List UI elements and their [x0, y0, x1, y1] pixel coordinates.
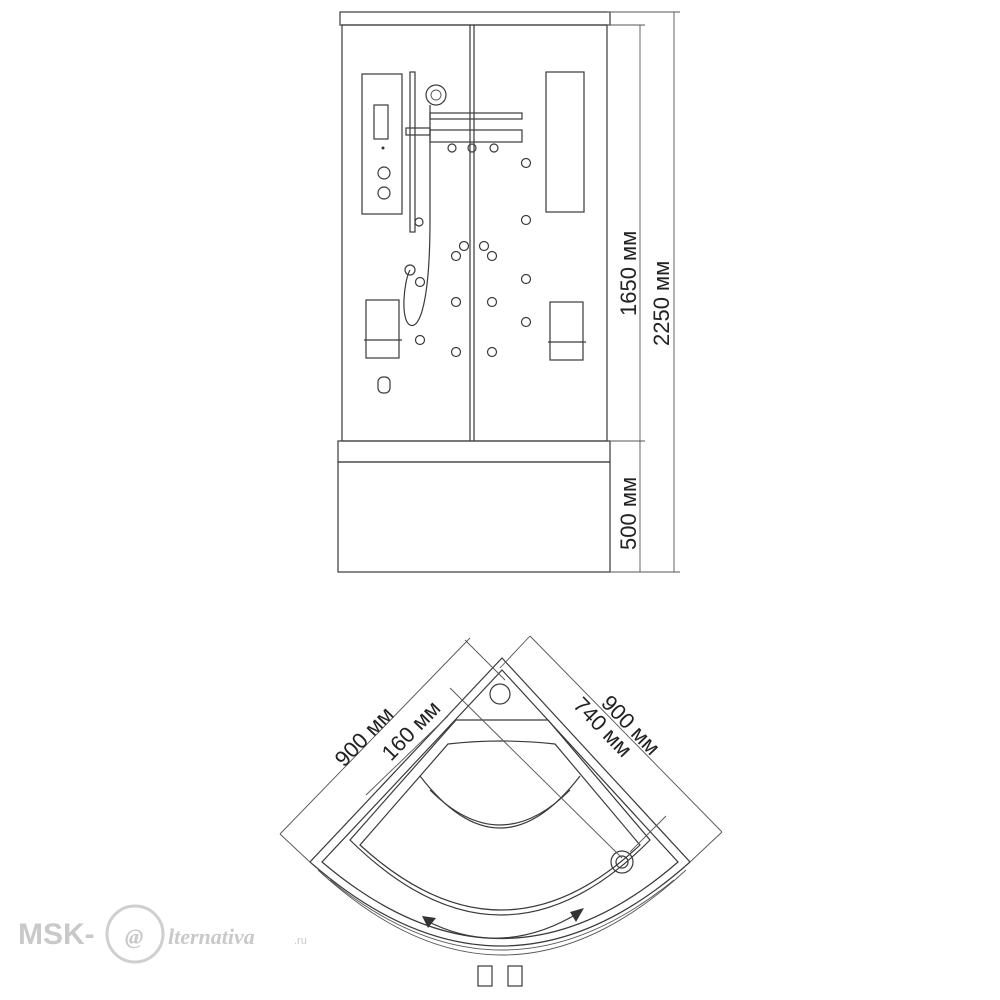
top-shelf: [429, 112, 523, 120]
mirror-panel: [545, 71, 585, 213]
dim-left-ext2: [279, 833, 313, 865]
jet-icon: [450, 296, 462, 308]
nozzle-icon: [447, 143, 457, 153]
seat-curve-inner: [429, 789, 571, 826]
basin-rim: [349, 719, 651, 916]
arrow-right-icon: [570, 908, 584, 922]
cabin-top-cap: [339, 11, 611, 26]
nozzle-icon: [467, 143, 477, 153]
hose-holder-icon: [404, 264, 416, 276]
shower-hose: [403, 105, 431, 327]
jet-icon: [458, 240, 470, 252]
indicator-dot: [381, 146, 385, 150]
tray-outer: [309, 657, 691, 947]
dim-right-ext2: [689, 831, 723, 863]
dim-right-ext: [499, 635, 531, 669]
jet-icon: [486, 296, 498, 308]
top-view: [279, 635, 723, 987]
dim-base-label: 500 мм: [616, 477, 641, 550]
drain-icon: [610, 850, 634, 874]
mixer-knob-icon: [377, 166, 391, 180]
massage-jets: [414, 157, 532, 358]
nozzle-icon: [489, 143, 499, 153]
dim-total-label: 2250 мм: [649, 261, 674, 346]
jet-icon: [520, 273, 532, 285]
hand-shower-nozzle: [430, 89, 442, 101]
watermark-domain: .ru: [294, 935, 307, 947]
watermark: MSK- @ lternativa .ru: [18, 904, 307, 964]
speaker-icon: [377, 376, 391, 394]
jet-icon: [486, 346, 498, 358]
corner-post-icon: [489, 683, 511, 705]
basin-floor: [359, 740, 641, 911]
dim-left-side: [279, 637, 471, 835]
handle-right: [507, 965, 523, 987]
dim-corner: [365, 715, 449, 796]
jet-icon: [414, 334, 426, 346]
control-panel: [361, 73, 403, 215]
shower-rail: [409, 71, 416, 233]
arrow-left-icon: [422, 916, 436, 928]
right-seat: [549, 301, 584, 361]
rain-shower-bar: [429, 129, 523, 143]
dim-inner-diag: [449, 687, 623, 859]
watermark-at-ring: [105, 904, 165, 964]
left-seat: [365, 299, 400, 359]
jet-icon: [520, 316, 532, 328]
hand-shower-head-icon: [425, 84, 447, 106]
jet-icon: [520, 214, 532, 226]
jet-icon: [414, 276, 426, 288]
jet-icon: [520, 157, 532, 169]
dim-inner-ext: [629, 815, 667, 853]
jet-icon: [486, 250, 498, 262]
display-screen: [373, 104, 389, 140]
dim-left-ext: [464, 639, 506, 681]
watermark-suffix: lternativa: [168, 924, 255, 949]
door-rail-outer: [317, 869, 687, 956]
tray-rim: [337, 440, 611, 463]
selector-knob-icon: [377, 186, 391, 200]
jet-icon: [450, 346, 462, 358]
jet-icon: [478, 240, 490, 252]
watermark-at: @: [125, 924, 143, 949]
dim-upper-label: 1650 мм: [616, 231, 641, 316]
jet-icon: [450, 250, 462, 262]
door-slide-arc: [424, 911, 581, 939]
door-rail-inner: [329, 879, 675, 951]
drain-inner: [615, 855, 629, 869]
dim-right-side: [529, 635, 723, 833]
front-view: [337, 11, 680, 573]
rail-lower-mount: [414, 217, 424, 227]
tray-apron: [337, 461, 611, 573]
handle-left: [477, 965, 493, 987]
watermark-prefix: MSK-: [18, 918, 95, 951]
